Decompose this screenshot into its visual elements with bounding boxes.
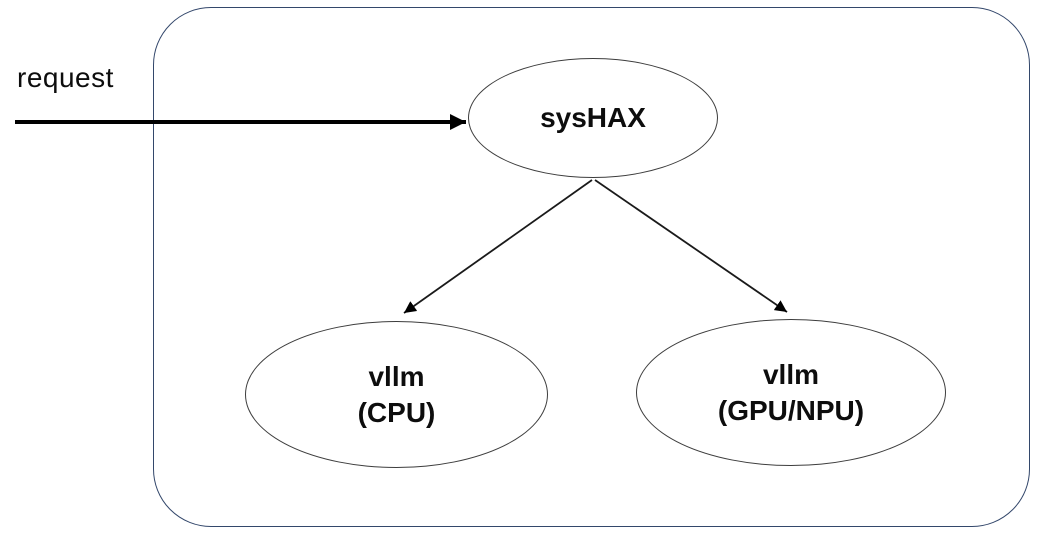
node-syshax-label: sysHAX	[540, 102, 646, 133]
node-vllm-cpu: vllm (CPU)	[245, 321, 548, 468]
node-vllm-gpu-npu-line1: vllm	[762, 358, 820, 390]
edge-syshax-to-gpu	[594, 179, 788, 313]
node-vllm-cpu-line2: (CPU)	[357, 396, 436, 428]
edge-syshax-to-cpu	[403, 179, 593, 314]
node-vllm-cpu-line1: vllm	[368, 360, 425, 392]
cluster-boundary	[153, 7, 1030, 527]
node-vllm-gpu-npu-line2: (GPU/NPU)	[717, 394, 865, 426]
request-label: request	[17, 62, 114, 93]
node-syshax: sysHAX	[468, 58, 718, 178]
node-vllm-gpu-npu: vllm (GPU/NPU)	[636, 319, 946, 466]
